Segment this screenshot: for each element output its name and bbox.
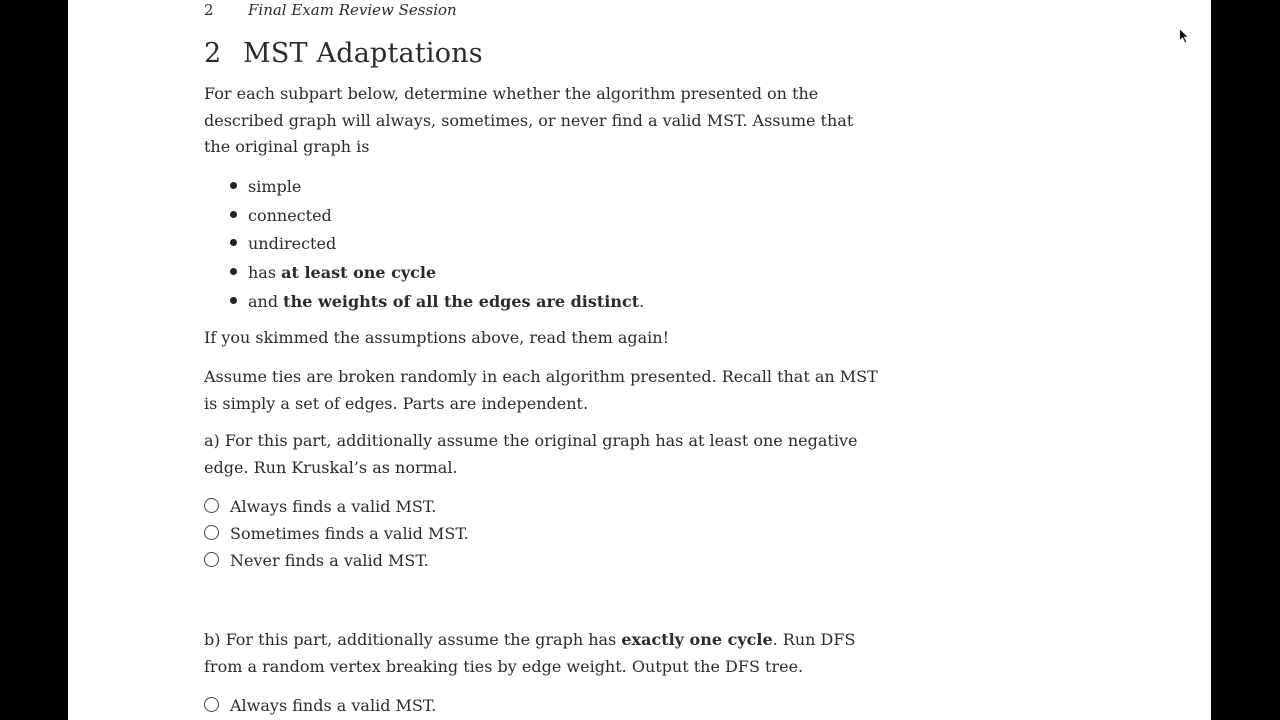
assumption-text: and bbox=[248, 291, 284, 311]
assumption-text: simple bbox=[248, 177, 302, 196]
running-head-title: Final Exam Review Session bbox=[248, 1, 457, 19]
mouse-cursor-icon bbox=[1179, 28, 1189, 44]
running-head: 2 Final Exam Review Session bbox=[204, 1, 457, 19]
part-b-emphasis: exactly one cycle bbox=[621, 630, 773, 649]
option-label: Always finds a valid MST. bbox=[230, 497, 437, 516]
section-heading: 2 MST Adaptations bbox=[204, 38, 483, 69]
assumption-emphasis: at least one cycle bbox=[281, 263, 437, 283]
assumption-item: undirected bbox=[230, 230, 644, 259]
radio-button-icon[interactable] bbox=[204, 552, 219, 567]
option-label: Sometimes finds a valid MST. bbox=[230, 524, 469, 543]
part-a-question: a) For this part, additionally assume th… bbox=[204, 431, 858, 477]
radio-button-icon[interactable] bbox=[204, 498, 219, 513]
assumption-list: simple connected undirected has at least… bbox=[230, 173, 644, 316]
assumption-tail: . bbox=[639, 291, 645, 311]
part-a-options: Always finds a valid MST. Sometimes find… bbox=[204, 493, 469, 574]
intro-paragraph: For each subpart below, determine whethe… bbox=[204, 84, 854, 156]
page-number: 2 bbox=[204, 1, 214, 19]
bullet-icon bbox=[230, 210, 237, 218]
bullet-icon bbox=[230, 268, 237, 276]
assumption-item: has at least one cycle bbox=[230, 259, 644, 288]
assumption-item: simple bbox=[230, 173, 644, 202]
option-sometimes[interactable]: Sometimes finds a valid MST. bbox=[204, 520, 469, 547]
part-b-text: b) For this part, additionally assume th… bbox=[204, 630, 622, 649]
bullet-icon bbox=[230, 239, 237, 247]
part-b-question: b) For this part, additionally assume th… bbox=[204, 627, 884, 680]
assumption-text: undirected bbox=[248, 234, 337, 254]
reminder-paragraph: If you skimmed the assumptions above, re… bbox=[204, 328, 670, 347]
radio-button-icon[interactable] bbox=[204, 697, 219, 712]
assumption-item: and the weights of all the edges are dis… bbox=[230, 288, 644, 317]
assumption-text: connected bbox=[248, 205, 332, 225]
radio-button-icon[interactable] bbox=[204, 525, 219, 540]
assumption-text: has bbox=[248, 263, 282, 283]
assumption-item: connected bbox=[230, 202, 644, 231]
option-label: Never finds a valid MST. bbox=[230, 551, 429, 570]
option-label: Always finds a valid MST. bbox=[230, 696, 437, 715]
bullet-icon bbox=[230, 296, 237, 304]
section-title: MST Adaptations bbox=[243, 38, 483, 69]
assumption-emphasis: the weights of all the edges are distinc… bbox=[283, 291, 640, 311]
section-number: 2 bbox=[204, 38, 222, 69]
part-b-options: Always finds a valid MST. bbox=[204, 692, 436, 719]
option-never[interactable]: Never finds a valid MST. bbox=[204, 547, 469, 574]
ties-paragraph: Assume ties are broken randomly in each … bbox=[204, 367, 878, 413]
option-always[interactable]: Always finds a valid MST. bbox=[204, 493, 469, 520]
part-b-text: . Run DFS from a random vertex breaking … bbox=[204, 630, 856, 676]
option-always[interactable]: Always finds a valid MST. bbox=[204, 692, 436, 719]
bullet-icon bbox=[230, 182, 237, 189]
